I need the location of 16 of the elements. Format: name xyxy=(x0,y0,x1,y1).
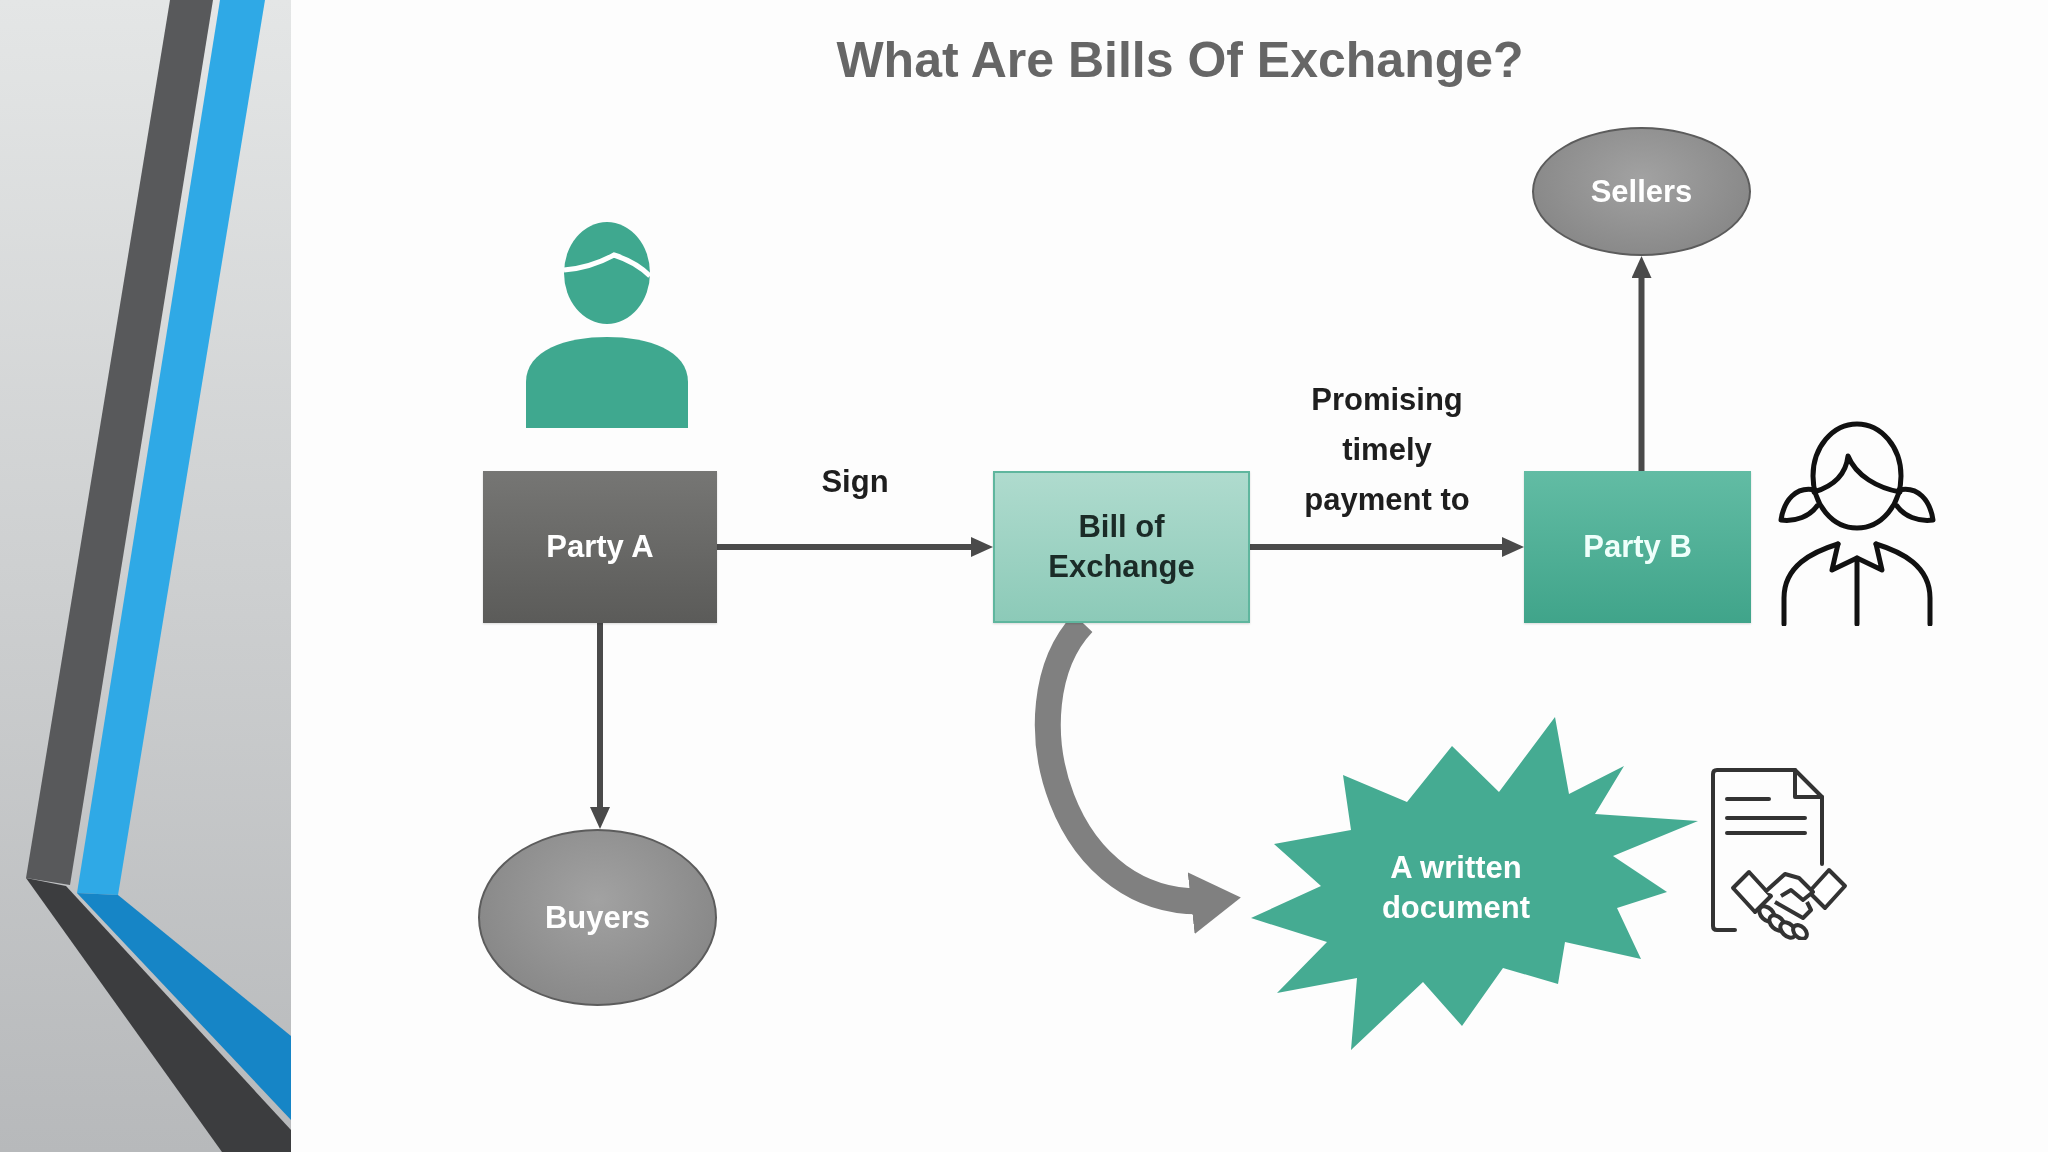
node-label: Party A xyxy=(546,528,654,566)
arrow xyxy=(1631,256,1652,471)
arrow xyxy=(590,623,610,829)
process-box xyxy=(993,471,1250,623)
process-box xyxy=(1524,471,1751,623)
node-label: Bill of Exchange xyxy=(1047,508,1196,586)
arrow xyxy=(1250,537,1524,557)
edge-label: Promising timely payment to xyxy=(1303,381,1471,519)
node-label: Buyers xyxy=(544,898,651,937)
node-label: Sellers xyxy=(1590,172,1693,211)
node-label: A written document xyxy=(1380,849,1532,927)
diagram-title: What Are Bills Of Exchange? xyxy=(836,31,1524,90)
arrow xyxy=(717,537,993,557)
process-box xyxy=(483,471,717,623)
edge-label: Sign xyxy=(821,463,889,501)
node-label: Party B xyxy=(1583,528,1692,566)
